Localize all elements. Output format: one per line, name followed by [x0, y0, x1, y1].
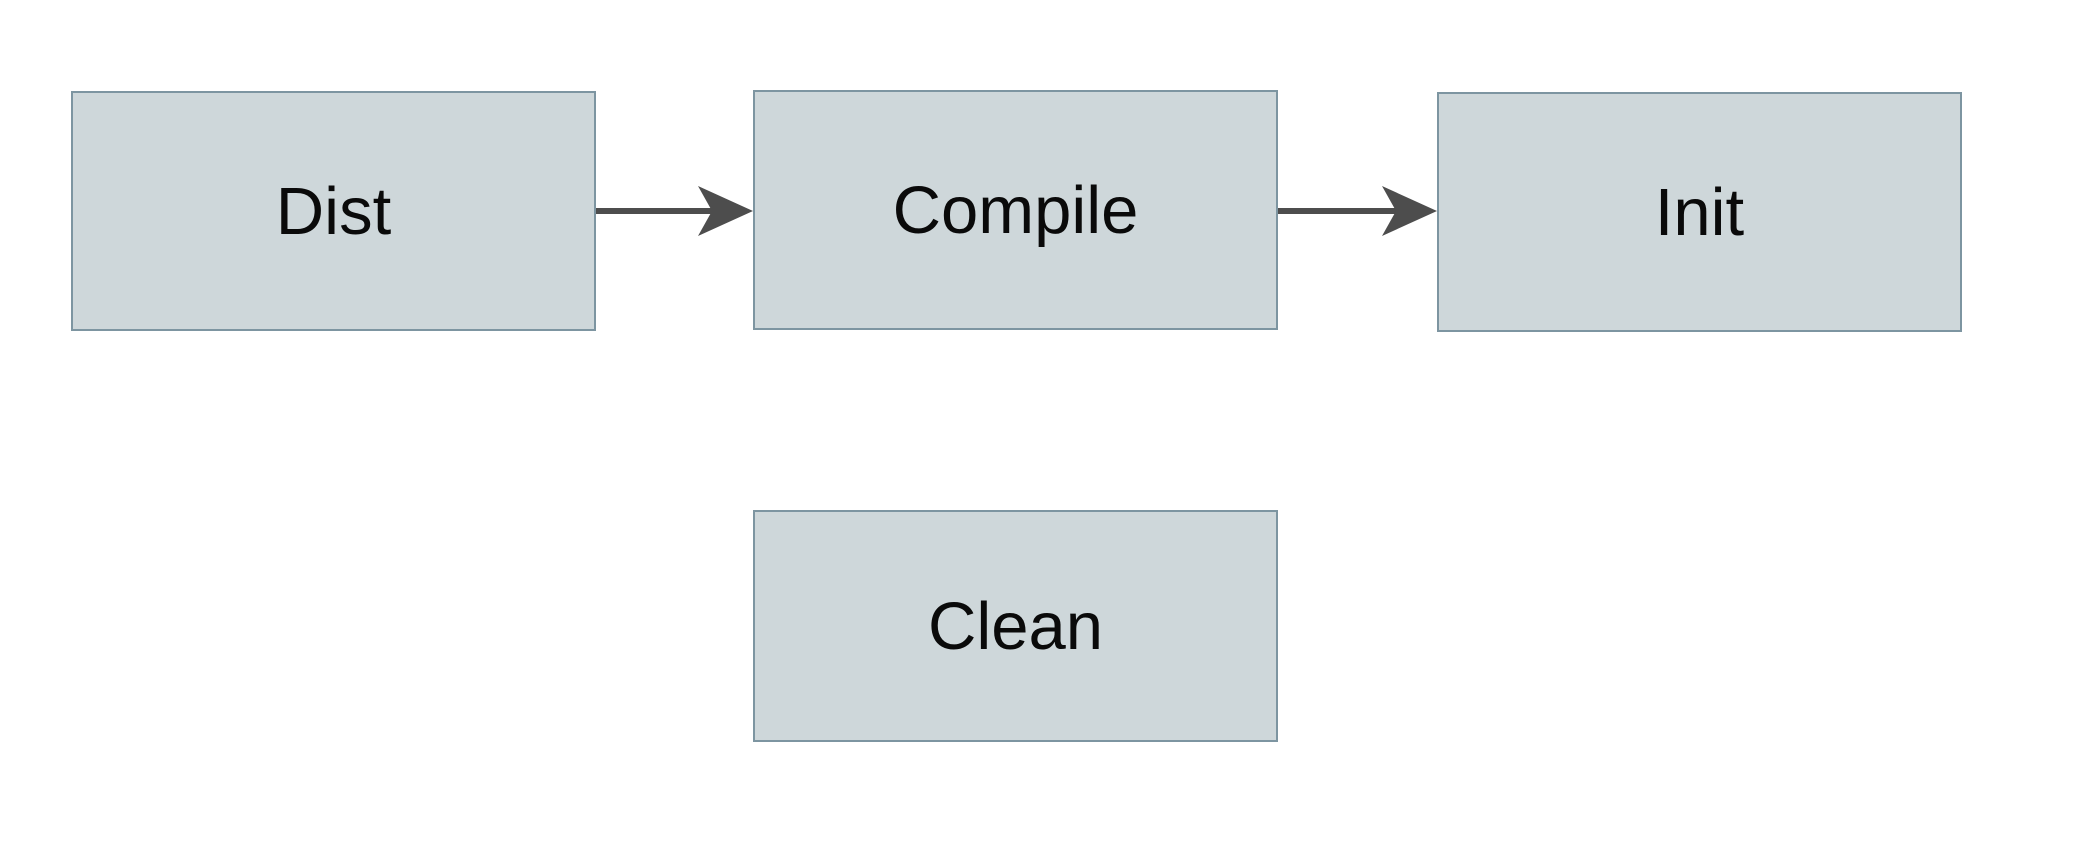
node-init[interactable]: Init	[1437, 92, 1962, 332]
edge-compile-to-init[interactable]	[1278, 186, 1437, 236]
node-clean[interactable]: Clean	[753, 510, 1278, 742]
arrowhead-icon	[1382, 186, 1437, 236]
node-compile[interactable]: Compile	[753, 90, 1278, 330]
node-dist-label: Dist	[275, 173, 392, 249]
node-clean-label: Clean	[927, 588, 1104, 664]
node-dist[interactable]: Dist	[71, 91, 596, 331]
node-compile-label: Compile	[892, 172, 1139, 248]
arrowhead-icon	[698, 186, 753, 236]
node-init-label: Init	[1654, 174, 1745, 250]
edge-dist-to-compile[interactable]	[596, 186, 753, 236]
